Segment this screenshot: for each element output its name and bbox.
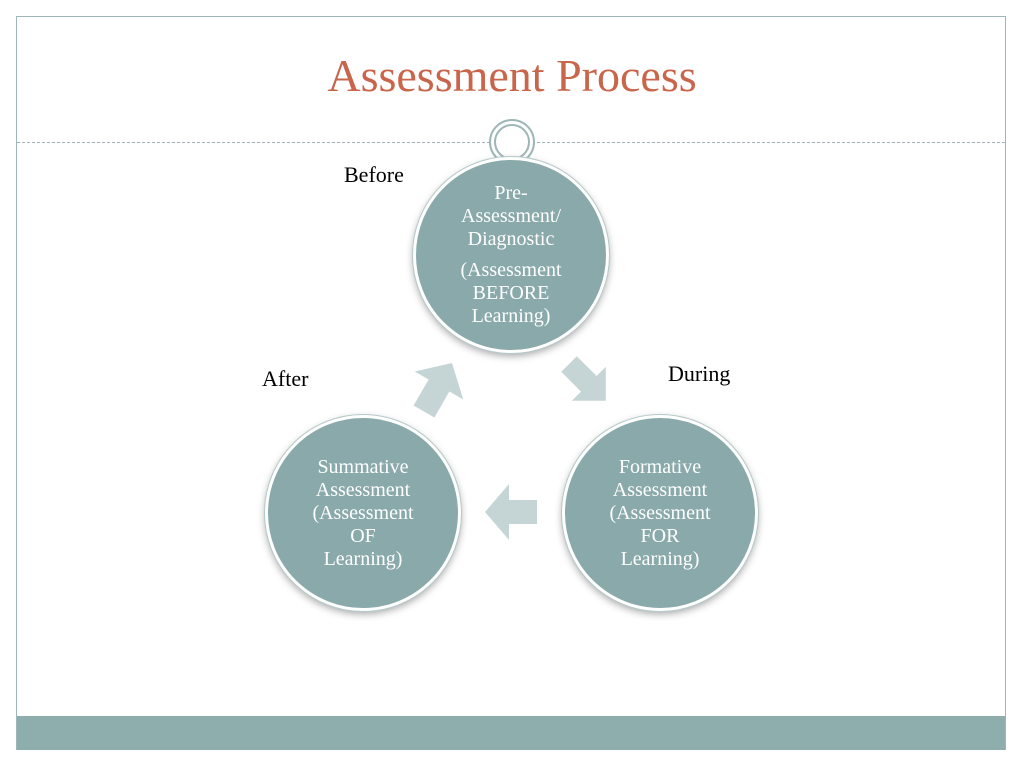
phase-label-during: During	[668, 361, 731, 386]
footer-band	[17, 716, 1005, 750]
node-formative-assessment: Formative Assessment (Assessment FOR Lea…	[562, 415, 758, 611]
phase-label-after: After	[262, 366, 309, 391]
node-pre-assessment: Pre- Assessment/ Diagnostic (Assessment …	[413, 157, 609, 353]
node-summative-assessment: Summative Assessment (Assessment OF Lear…	[265, 415, 461, 611]
divider-ornament-icon	[489, 119, 535, 165]
node-pre-assessment-subtext: (Assessment BEFORE Learning)	[460, 259, 562, 327]
node-formative-assessment-text: Formative Assessment (Assessment FOR Lea…	[609, 455, 711, 570]
node-pre-assessment-heading: Pre- Assessment/ Diagnostic	[461, 182, 561, 250]
phase-label-before: Before	[344, 162, 404, 187]
node-summative-assessment-text: Summative Assessment (Assessment OF Lear…	[312, 455, 414, 570]
slide-title: Assessment Process	[327, 50, 697, 101]
